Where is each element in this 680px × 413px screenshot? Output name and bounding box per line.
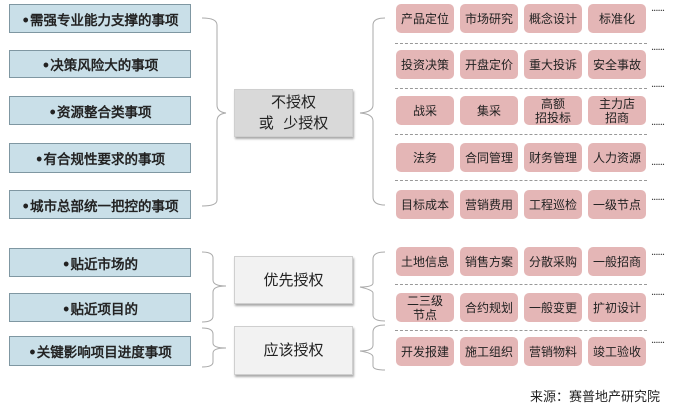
function-tile: 投资决策 [396,50,454,79]
function-tile: 人力资源 [588,143,646,172]
ellipsis: ······ [651,120,665,131]
function-tile: 二三级 节点 [396,293,454,322]
function-tile: 安全事故 [588,50,646,79]
divider [395,88,647,89]
function-tile: 施工组织 [460,337,518,366]
left-item: •贴近项目的 [9,293,191,322]
function-tile: 目标成本 [396,190,454,219]
function-tile: 开盘定价 [460,50,518,79]
function-tile: 标准化 [588,4,646,33]
divider [395,134,647,135]
function-tile: 高额 招投标 [524,96,582,125]
left-item: •有合规性要求的事项 [9,143,191,173]
function-tile: 扩初设计 [588,293,646,322]
function-tile: 土地信息 [396,247,454,276]
function-tile: 财务管理 [524,143,582,172]
function-tile: 集采 [460,96,518,125]
left-item: •关键影响项目进度事项 [9,336,191,366]
ellipsis: ······ [651,195,665,206]
function-tile: 合同管理 [460,143,518,172]
source-note: 来源：赛普地产研究院 [530,390,661,405]
ellipsis: ······ [651,160,665,171]
divider [395,180,647,181]
left-item: •决策风险大的事项 [9,50,191,78]
function-tile: 开发报建 [396,337,454,366]
divider [395,330,647,331]
function-tile: 竣工验收 [588,337,646,366]
function-tile: 一级节点 [588,190,646,219]
left-item: •资源整合类事项 [9,96,191,125]
ellipsis: ······ [651,338,665,349]
function-tile: 分散采购 [524,247,582,276]
function-tile: 一般变更 [524,293,582,322]
ellipsis: ······ [651,290,665,301]
divider [395,284,647,285]
category-should-authorize: 应该授权 [234,326,353,375]
function-tile: 战采 [396,96,454,125]
function-tile: 营销物料 [524,337,582,366]
function-tile: 法务 [396,143,454,172]
ellipsis: ······ [651,6,665,17]
divider [395,43,647,44]
function-tile: 概念设计 [524,4,582,33]
category-priority-authorization: 优先授权 [234,256,353,304]
category-line: 不授权 [270,93,316,111]
function-tile: 产品定位 [396,4,454,33]
function-tile: 营销费用 [460,190,518,219]
function-tile: 一般招商 [588,247,646,276]
function-tile: 工程巡检 [524,190,582,219]
category-line: 或 少授权 [258,114,329,132]
function-tile: 合约规划 [460,293,518,322]
left-item: •需强专业能力支撑的事项 [9,4,191,33]
ellipsis: ······ [651,82,665,93]
function-tile: 主力店 招商 [588,96,646,125]
ellipsis: ······ [651,250,665,261]
function-tile: 销售方案 [460,247,518,276]
function-tile: 重大投诉 [524,50,582,79]
category-no-authorization: 不授权 或 少授权 [234,89,353,137]
function-tile: 市场研究 [460,4,518,33]
ellipsis: ······ [651,45,665,56]
left-item: •城市总部统一把控的事项 [9,190,191,219]
left-item: •贴近市场的 [9,248,191,277]
